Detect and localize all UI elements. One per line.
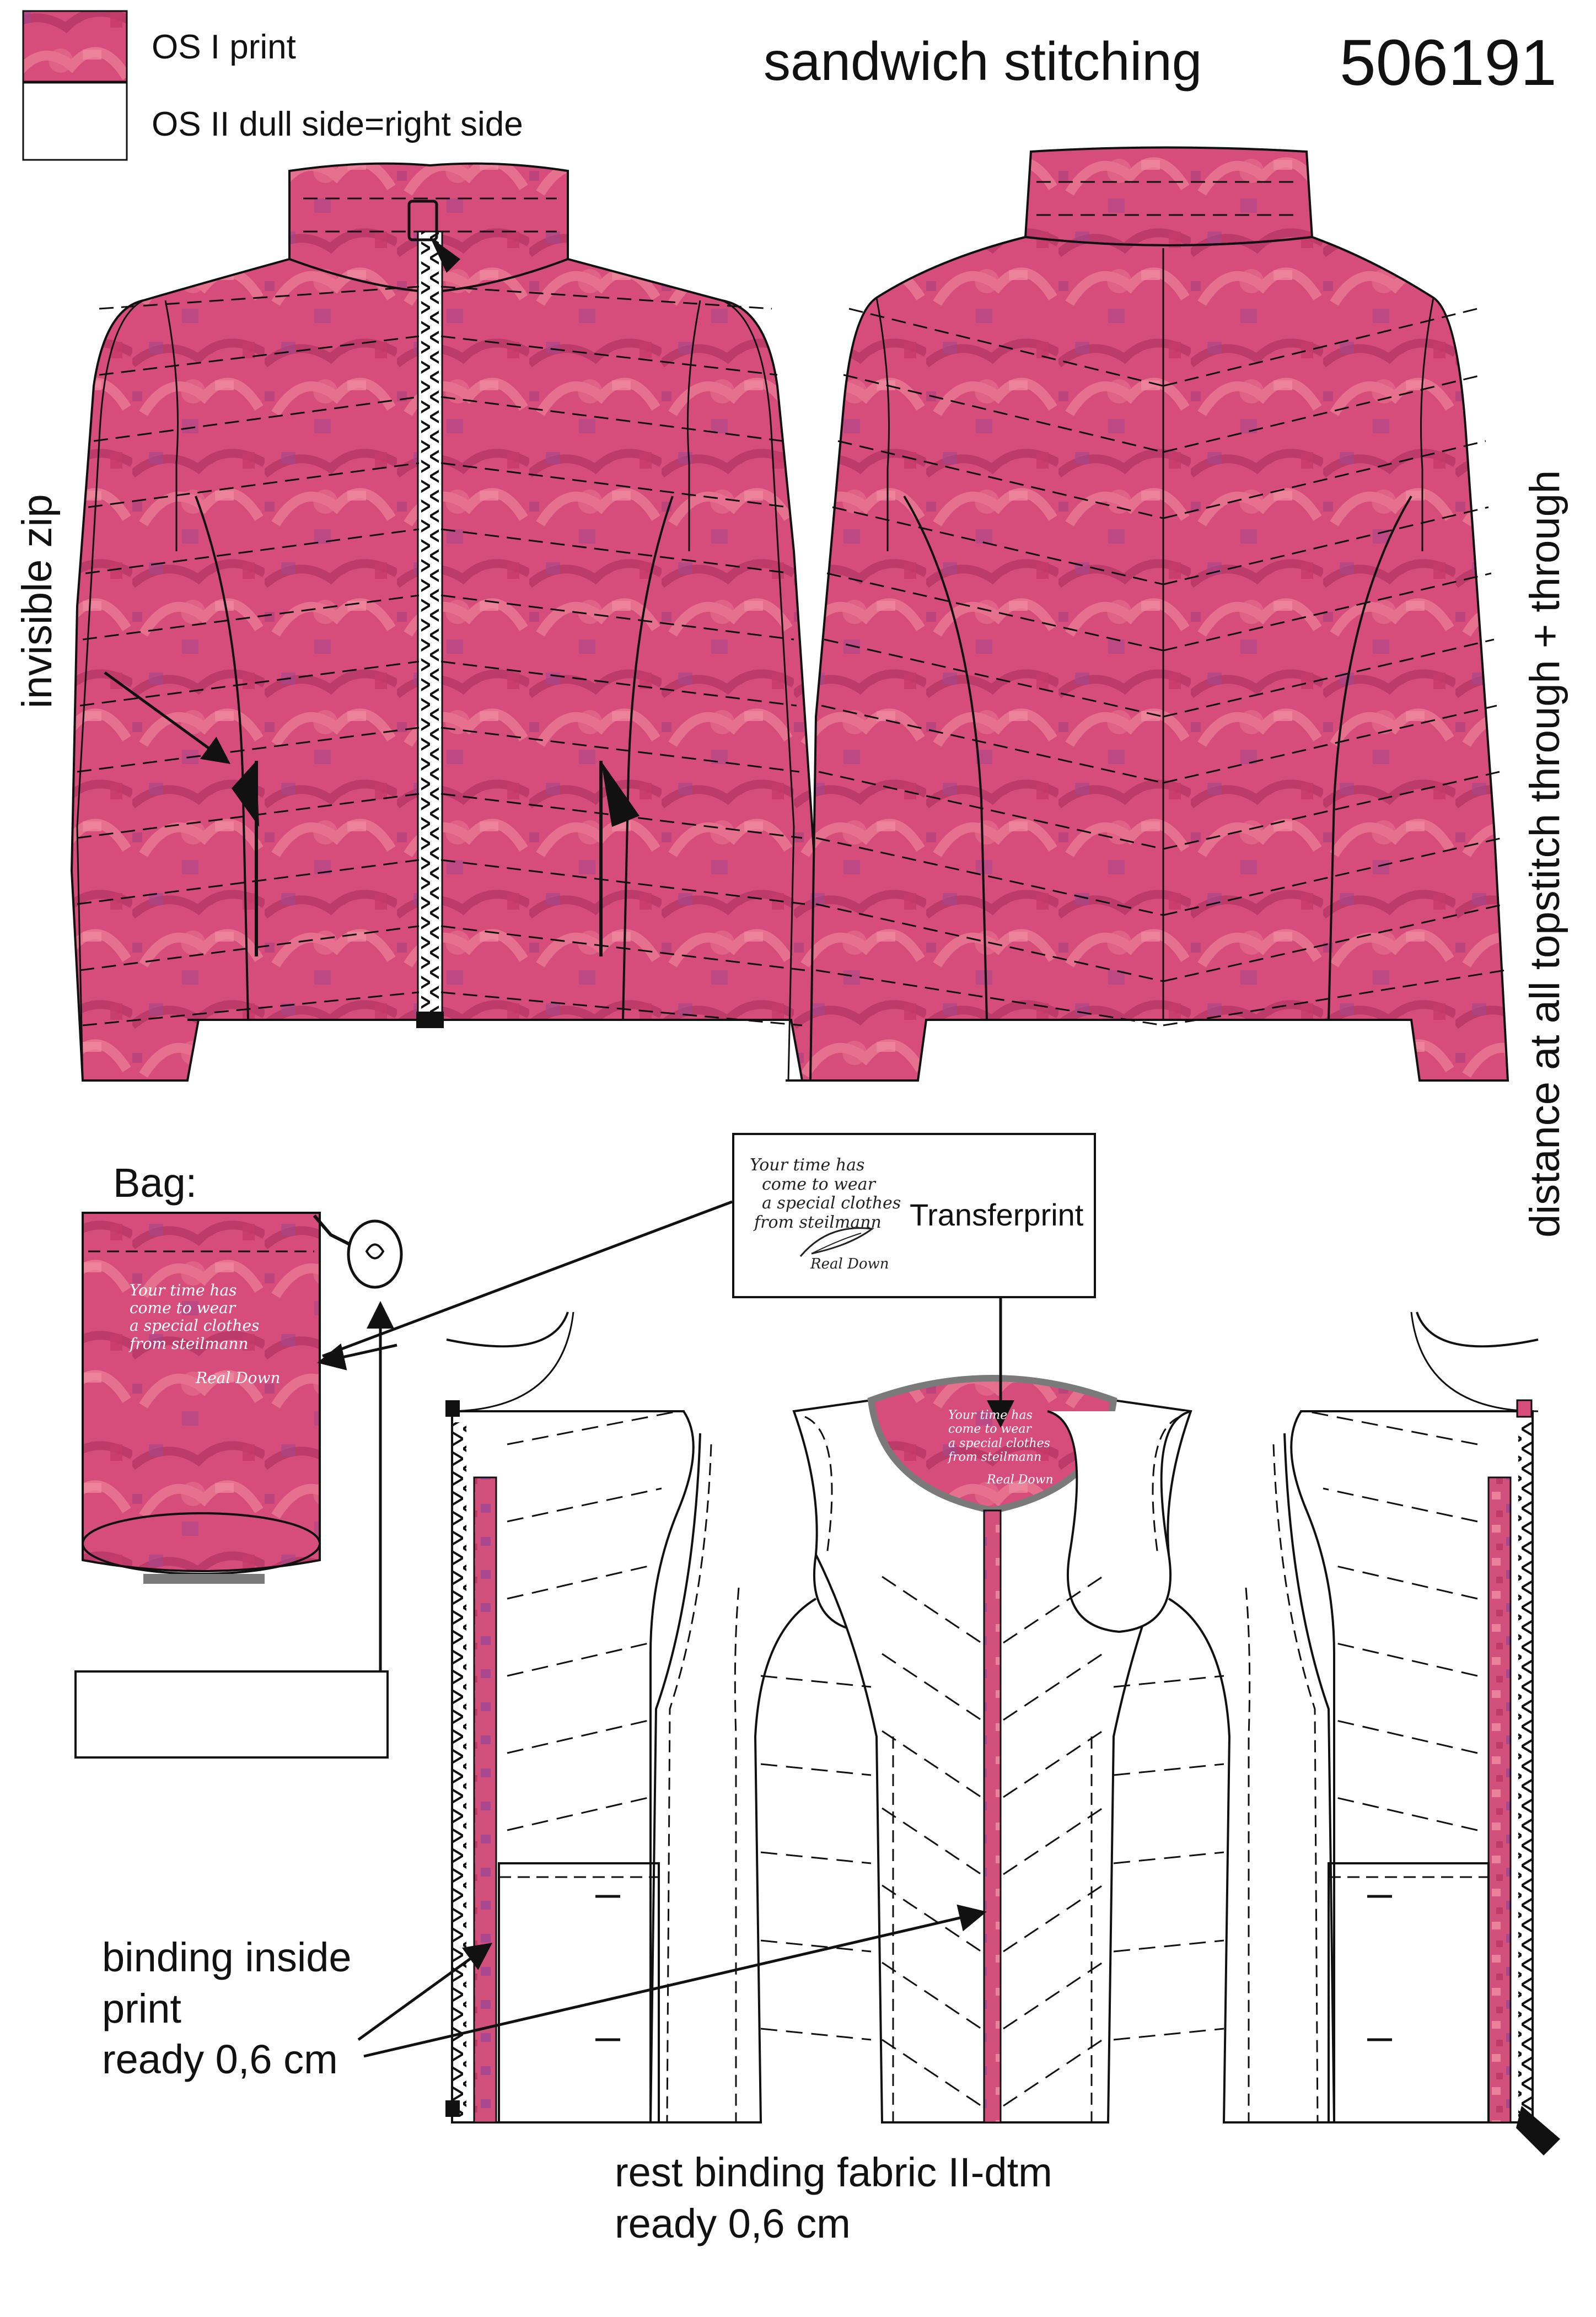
transferprint-script: Your time has come to wear a special clo… — [750, 1155, 901, 1272]
back-body — [809, 235, 1509, 1082]
jacket-back-view — [809, 146, 1509, 1082]
bag-card — [74, 1670, 389, 1759]
annotation-arrows — [104, 671, 1014, 2058]
bag-transfer-print: Your time has come to wear a special clo… — [130, 1281, 281, 1387]
center-back-binding — [983, 1509, 1002, 2124]
invisible-zip-label: invisible zip — [14, 494, 61, 708]
page-title: sandwich stitching — [764, 31, 1202, 92]
legend-print-label: OS I print — [152, 28, 296, 66]
front-body — [70, 257, 829, 1082]
legend-plain-swatch — [22, 82, 128, 161]
article-number: 506191 — [1340, 26, 1557, 99]
transferprint-box: Your time has come to wear a special clo… — [732, 1133, 1096, 1298]
feather-icon — [799, 1227, 874, 1257]
legend-plain-label: OS II dull side=right side — [152, 105, 523, 143]
bag-label: Bag: — [113, 1160, 197, 1206]
neck-transfer-print: Your time has come to wear a special clo… — [948, 1409, 1054, 1487]
legend-print-swatch — [22, 10, 128, 83]
topstitch-distance-label: distance at all topstitch through + thro… — [1522, 470, 1568, 1238]
jacket-front-view — [70, 162, 829, 1082]
back-collar — [1024, 146, 1314, 246]
jacket-inside-view — [445, 1311, 1560, 2155]
rest-binding-note: rest binding fabric II-dtm ready 0,6 cm — [615, 2149, 1052, 2246]
binding-inside-note: binding inside print ready 0,6 cm — [102, 1934, 352, 2082]
right-front-binding — [1487, 1476, 1512, 2124]
bag-drawing — [82, 1212, 403, 1584]
transferprint-label: Transferprint — [910, 1197, 1084, 1232]
left-front-binding — [473, 1476, 497, 2124]
